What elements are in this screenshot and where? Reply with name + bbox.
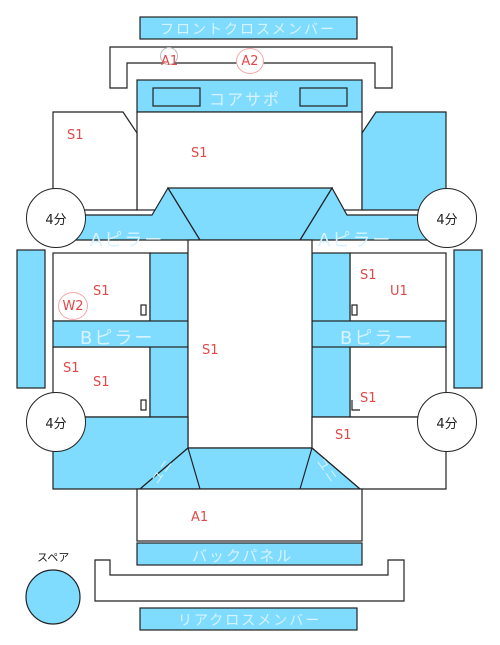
core-support-box-right [299,87,348,107]
side-sill-left[interactable] [16,249,46,389]
core-support-label: コアサポ [209,90,282,109]
side-sill-right[interactable] [453,249,483,389]
door-handle-right-front [351,304,358,316]
front-bumper-pin [160,47,178,65]
damage-s1-roof[interactable]: S1 [202,343,219,358]
damage-s1-rear-right[interactable]: S1 [335,428,352,443]
spare-label: スペア [37,551,70,564]
damage-s1-hood[interactable]: S1 [191,146,208,161]
front-bumper-outline [109,46,393,89]
damage-s1-front-door-right[interactable]: S1 [360,268,377,283]
rear-bumper-outline [94,559,405,602]
gauge-rear-left: 4分 [26,392,86,452]
back-panel-label: バックパネル [192,547,294,565]
damage-a2-front[interactable]: A2 [236,48,264,74]
door-handle-left-front [140,304,147,316]
rear-window-divider-left [187,447,201,490]
gauge-front-left: 4分 [26,188,86,248]
gauge-rear-right: 4分 [417,392,477,452]
trunk-panel[interactable] [136,488,363,542]
b-pillar-right-panel[interactable] [311,320,447,348]
damage-s1-front-left[interactable]: S1 [67,128,84,143]
damage-w2-left[interactable]: W2 [58,292,88,320]
damage-s1-front-door-left[interactable]: S1 [93,284,110,299]
door-handle-left-rear [140,399,147,411]
a-pillar-left-label: Aピラー [90,230,165,251]
spare-tire[interactable] [25,569,81,625]
a-pillar-right-label: Aピラー [318,230,393,251]
damage-s1-rear-door-left-b[interactable]: S1 [93,375,110,390]
core-support-box-left [152,87,201,107]
back-panel[interactable] [136,542,363,566]
damage-u1-right[interactable]: U1 [390,284,408,299]
front-door-right[interactable] [349,252,447,322]
rear-cross-member-label: リアクロスメンバー [178,613,322,629]
front-fender-right[interactable] [361,111,447,211]
front-cross-member-panel[interactable] [139,16,358,40]
rear-window-divider-right [299,447,313,490]
door-handle-right-rear [351,400,360,411]
b-pillar-left-label: Bピラー [80,328,155,349]
damage-a1-front[interactable]: A1 [161,54,179,69]
damage-a1-rear[interactable]: A1 [191,510,209,525]
gauge-front-right: 4分 [417,188,477,248]
roof-panel[interactable] [187,239,313,449]
damage-s1-rear-door-left-a[interactable]: S1 [63,361,80,376]
b-pillar-right-label: Bピラー [340,328,415,349]
front-cross-member-label: フロントクロスメンバー [160,22,336,38]
rear-cross-member-panel[interactable] [139,607,358,631]
damage-s1-rear-door-right[interactable]: S1 [360,391,377,406]
